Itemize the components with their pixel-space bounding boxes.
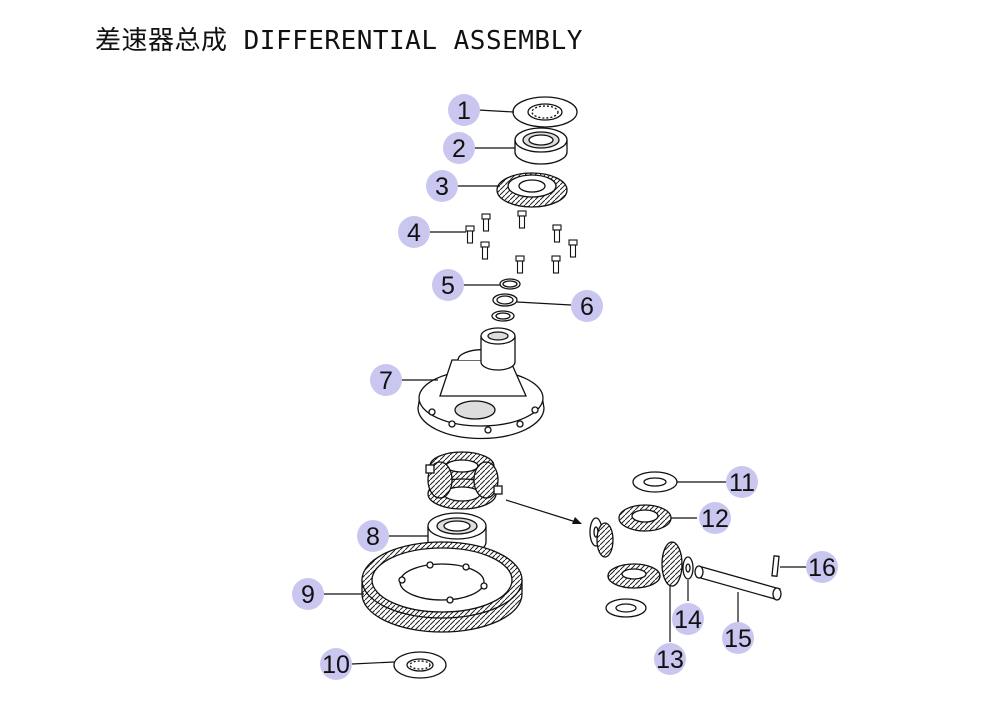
callout-badge — [292, 578, 324, 610]
callout-badge — [722, 622, 754, 654]
callout-4: 4 — [398, 216, 430, 248]
explode-arrow — [505, 499, 582, 524]
callout-label: 9 — [301, 581, 315, 609]
callout-label: 14 — [674, 606, 702, 634]
callout-label: 1 — [457, 97, 471, 125]
callout-badge — [398, 216, 430, 248]
callout-9: 9 — [292, 578, 324, 610]
callout-label: 16 — [808, 554, 836, 582]
callout-label: 12 — [701, 505, 729, 533]
callout-7: 7 — [370, 364, 402, 396]
part-4-bolts — [465, 210, 578, 274]
spider-gear-cluster — [425, 451, 503, 510]
part-16-roll-pin — [771, 555, 780, 577]
callout-3: 3 — [426, 170, 458, 202]
part-10-thrust-washer — [393, 651, 447, 679]
callout-badge — [806, 551, 838, 583]
callout-badge — [571, 290, 603, 322]
callout-label: 3 — [435, 173, 449, 201]
washer-lower — [605, 598, 647, 618]
page-title: 差速器总成 DIFFERENTIAL ASSEMBLY — [95, 26, 583, 56]
callout-10: 10 — [320, 648, 352, 680]
callout-11: 11 — [726, 466, 758, 498]
part-11-washer — [632, 471, 678, 493]
callout-badge — [432, 269, 464, 301]
part-7-differential-case — [417, 327, 545, 440]
callout-6: 6 — [571, 290, 603, 322]
callout-badge — [357, 520, 389, 552]
part-13-pinion-gear — [661, 541, 683, 587]
part-15-cross-shaft — [694, 565, 782, 601]
part-12-side-gear — [618, 504, 672, 532]
callout-label: 15 — [724, 625, 752, 653]
callout-badge — [726, 466, 758, 498]
callout-badge — [426, 170, 458, 202]
callout-16: 16 — [806, 551, 838, 583]
callout-8: 8 — [357, 520, 389, 552]
callout-5: 5 — [432, 269, 464, 301]
callout-label: 13 — [656, 646, 684, 674]
callout-badge — [320, 648, 352, 680]
callout-label: 11 — [729, 469, 755, 497]
callout-label: 2 — [452, 135, 466, 163]
callout-1: 1 — [448, 94, 480, 126]
callout-badge — [699, 502, 731, 534]
pinion-gear-upper — [596, 522, 614, 558]
part-9-ring-gear — [361, 541, 523, 633]
callout-badge — [443, 132, 475, 164]
callout-badge — [654, 643, 686, 675]
callout-15: 15 — [722, 622, 754, 654]
callout-label: 10 — [322, 651, 350, 679]
side-gear-lower — [607, 563, 661, 589]
leader-lines — [324, 109, 806, 665]
callout-badge — [448, 94, 480, 126]
callout-badge — [370, 364, 402, 396]
part-6-spacer-rings — [491, 293, 518, 322]
callout-13: 13 — [654, 643, 686, 675]
part-5-o-ring — [499, 278, 521, 290]
part-14-washer — [682, 556, 694, 580]
callout-label: 5 — [441, 272, 455, 300]
callout-14: 14 — [672, 603, 704, 635]
callout-label: 7 — [379, 367, 393, 395]
callout-label: 8 — [366, 523, 380, 551]
callout-2: 2 — [443, 132, 475, 164]
part-2-bearing — [514, 127, 568, 165]
part-3-side-gear — [496, 172, 568, 208]
callout-badge — [672, 603, 704, 635]
callout-label: 4 — [407, 219, 421, 247]
part-1-thrust-washer — [512, 96, 578, 128]
callout-label: 6 — [580, 293, 594, 321]
callout-12: 12 — [699, 502, 731, 534]
